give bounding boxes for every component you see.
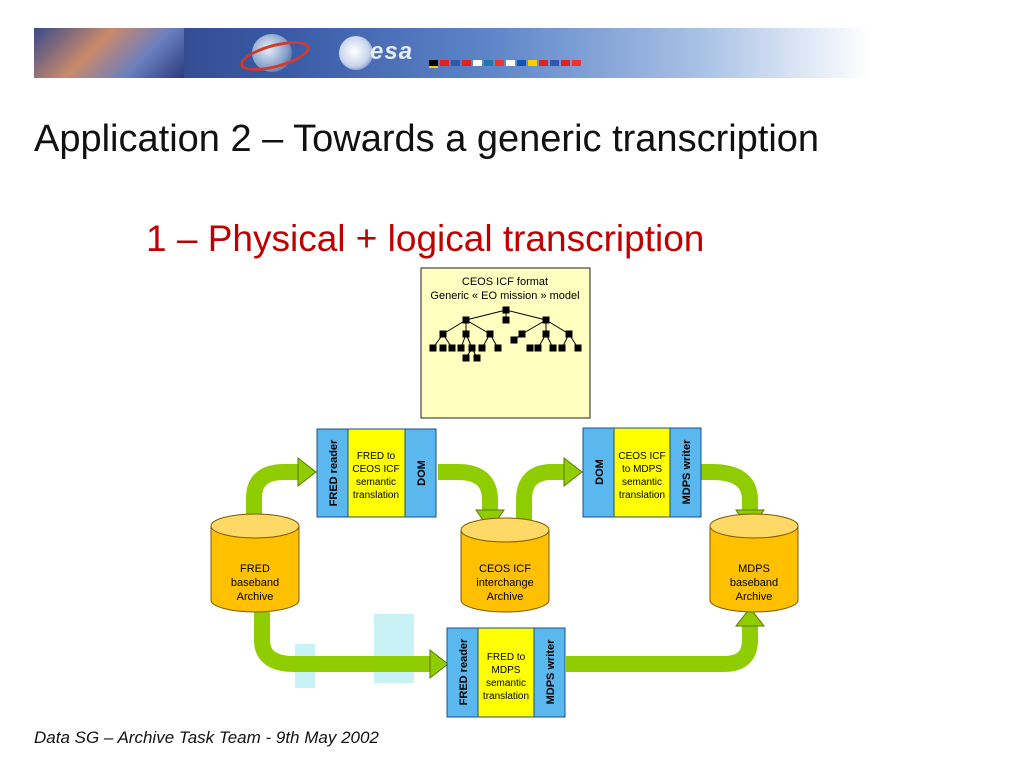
fred-to-mdps-line2: MDPS: [492, 665, 521, 676]
satellite-dish-image: [34, 28, 184, 78]
ceos-to-mdps-line3: semantic: [622, 477, 662, 488]
fred-to-ceos-line4: translation: [353, 490, 399, 501]
module-ceos-to-mdps: DOM CEOS ICF to MDPS semantic translatio…: [582, 427, 702, 518]
fred-to-mdps-line1: FRED to: [487, 652, 526, 663]
mdps-writer-box-bottom: [533, 627, 566, 718]
fred-reader-label-bottom: FRED reader: [458, 638, 470, 705]
page-title: Application 2 – Towards a generic transc…: [34, 118, 820, 160]
flag-icon: [517, 60, 526, 66]
arrow-fred-to-reader: [246, 464, 300, 530]
arrow-ceos-to-dom: [516, 464, 566, 530]
flag-icon: [440, 60, 449, 66]
page-subtitle: 1 – Physical + logical transcription: [146, 218, 705, 259]
module-fred-to-ceos: FRED reader FRED to CEOS ICF semantic tr…: [316, 428, 437, 518]
decorative-block: [374, 614, 414, 683]
ceos-to-mdps-box: [613, 427, 671, 518]
flag-icon: [495, 60, 504, 66]
mdps-archive-line3: Archive: [736, 591, 773, 603]
fred-archive-line2: baseband: [231, 577, 279, 589]
mdps-archive-line1: MDPS: [738, 563, 770, 575]
globe-logo-icon: [252, 34, 292, 72]
arrowhead-fred-reader: [297, 456, 317, 488]
header-banner: esa: [34, 28, 870, 78]
fred-to-mdps-line3: semantic: [486, 678, 526, 689]
ceos-to-mdps-line1: CEOS ICF: [618, 451, 665, 462]
fred-archive-line3: Archive: [237, 591, 274, 603]
model-box-line1: CEOS ICF format: [462, 276, 548, 288]
flag-icon: [572, 60, 581, 66]
ceos-to-mdps-line2: to MDPS: [622, 464, 662, 475]
flag-icon: [528, 60, 537, 66]
fred-to-ceos-line3: semantic: [356, 477, 396, 488]
footer-text: Data SG – Archive Task Team - 9th May 20…: [34, 728, 379, 747]
flag-icon: [429, 60, 438, 68]
mdps-archive-line2: baseband: [730, 577, 778, 589]
fred-to-ceos-box: [347, 428, 406, 518]
flow-arrows: [246, 456, 766, 680]
arrow-bottom-writer-to-mdps: [566, 624, 758, 672]
flag-icon: [451, 60, 460, 66]
arrow-dom-to-ceos: [438, 464, 498, 512]
fred-reader-box: [316, 428, 349, 518]
arrowhead-mdps-from-bottom: [734, 607, 766, 627]
ceos-archive-line1: CEOS ICF: [479, 563, 531, 575]
fred-to-mdps-box: [477, 627, 535, 718]
dom-box-left: [404, 428, 437, 518]
flag-icon: [550, 60, 559, 66]
model-box-line2: Generic « EO mission » model: [430, 290, 579, 302]
flag-icon: [561, 60, 570, 66]
flag-icon: [484, 60, 493, 66]
archive-fred: FRED baseband Archive: [210, 513, 300, 613]
arrowhead-dom-right: [563, 456, 583, 488]
mdps-writer-box-top: [669, 427, 702, 518]
fred-to-mdps-line4: translation: [483, 691, 529, 702]
mdps-writer-label-bottom: MDPS writer: [545, 639, 557, 705]
ceos-archive-line3: Archive: [487, 591, 524, 603]
flag-icon: [506, 60, 515, 66]
ceos-archive-line2: interchange: [476, 577, 534, 589]
fred-reader-box-bottom: [446, 627, 479, 718]
member-flags: [429, 60, 581, 68]
fred-reader-label: FRED reader: [328, 439, 340, 506]
dom-label-left: DOM: [416, 460, 428, 486]
esa-emblem-icon: [339, 36, 373, 70]
model-box: CEOS ICF format Generic « EO mission » m…: [420, 267, 591, 419]
arrowhead-bottom-reader: [429, 648, 449, 680]
arrow-fred-to-bottom-reader: [254, 612, 432, 672]
esa-logo-text: esa: [370, 38, 414, 65]
flag-icon: [473, 60, 482, 66]
module-fred-to-mdps: FRED reader FRED to MDPS semantic transl…: [446, 627, 566, 718]
dom-box-right: [582, 427, 615, 518]
fred-to-ceos-line1: FRED to: [357, 451, 396, 462]
archive-ceos: CEOS ICF interchange Archive: [460, 517, 550, 613]
tree-icon: [429, 306, 582, 362]
fred-to-ceos-line2: CEOS ICF: [352, 464, 399, 475]
fred-archive-line1: FRED: [240, 563, 270, 575]
archive-mdps: MDPS baseband Archive: [709, 513, 799, 613]
flag-icon: [462, 60, 471, 66]
dom-label-right: DOM: [594, 459, 606, 485]
ceos-to-mdps-line4: translation: [619, 490, 665, 501]
flag-icon: [539, 60, 548, 66]
mdps-writer-label-top: MDPS writer: [681, 439, 693, 505]
arrow-writer-to-mdps: [690, 464, 758, 512]
